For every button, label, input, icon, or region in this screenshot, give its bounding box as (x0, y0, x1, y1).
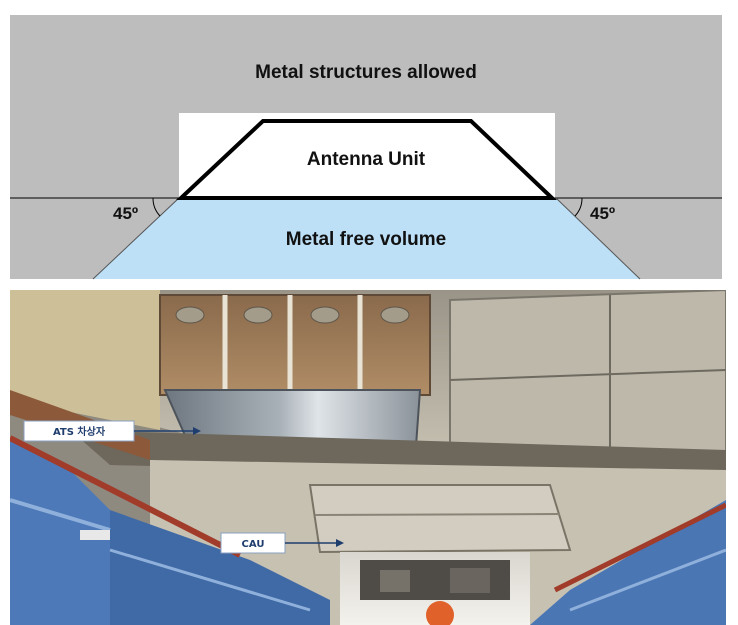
bolt-head (243, 306, 273, 324)
metal-allowed-label: Metal structures allowed (255, 62, 477, 83)
left-angle-label: 45º (113, 204, 138, 223)
cau-edge (314, 513, 561, 516)
frame-highlight (10, 498, 111, 532)
right-45-line (555, 197, 641, 280)
left-red-strip (10, 435, 242, 558)
right-angle-label: 45º (590, 204, 615, 223)
metal-free-volume-label: Metal free volume (286, 229, 447, 250)
frame-highlight (109, 548, 311, 612)
ats-callout-label: ATS 차상자 (53, 425, 106, 438)
cau-callout-label: CAU (242, 539, 265, 550)
bolt-head (175, 306, 205, 324)
cau-arrowhead (336, 539, 344, 547)
left-45-line (92, 197, 180, 280)
bogie-detail (450, 568, 490, 593)
bolt-head (310, 306, 340, 324)
panel-seam (449, 369, 726, 381)
ceiling-panel-left (10, 290, 160, 430)
frame-highlight (569, 548, 726, 612)
left-angle-arc (152, 197, 161, 217)
left-blue-frame (10, 440, 110, 625)
frame-pipe (80, 530, 110, 540)
antenna-unit-shape (175, 119, 558, 200)
ats-arrowhead (193, 427, 201, 435)
bolt-head (380, 306, 410, 324)
right-red-strip (553, 502, 726, 593)
clearance-diagram: Metal structures allowed Antenna Unit Me… (0, 0, 738, 290)
bogie-detail (380, 570, 410, 592)
worker-figure (426, 601, 454, 625)
left-blue-frame-lower (110, 510, 330, 625)
undercarriage-photo: ATS 차상자 CAU (10, 290, 726, 625)
right-angle-arc (574, 197, 583, 217)
metal-free-volume-region (93, 198, 640, 279)
antenna-unit-label: Antenna Unit (307, 149, 426, 170)
cau-unit (308, 484, 572, 554)
